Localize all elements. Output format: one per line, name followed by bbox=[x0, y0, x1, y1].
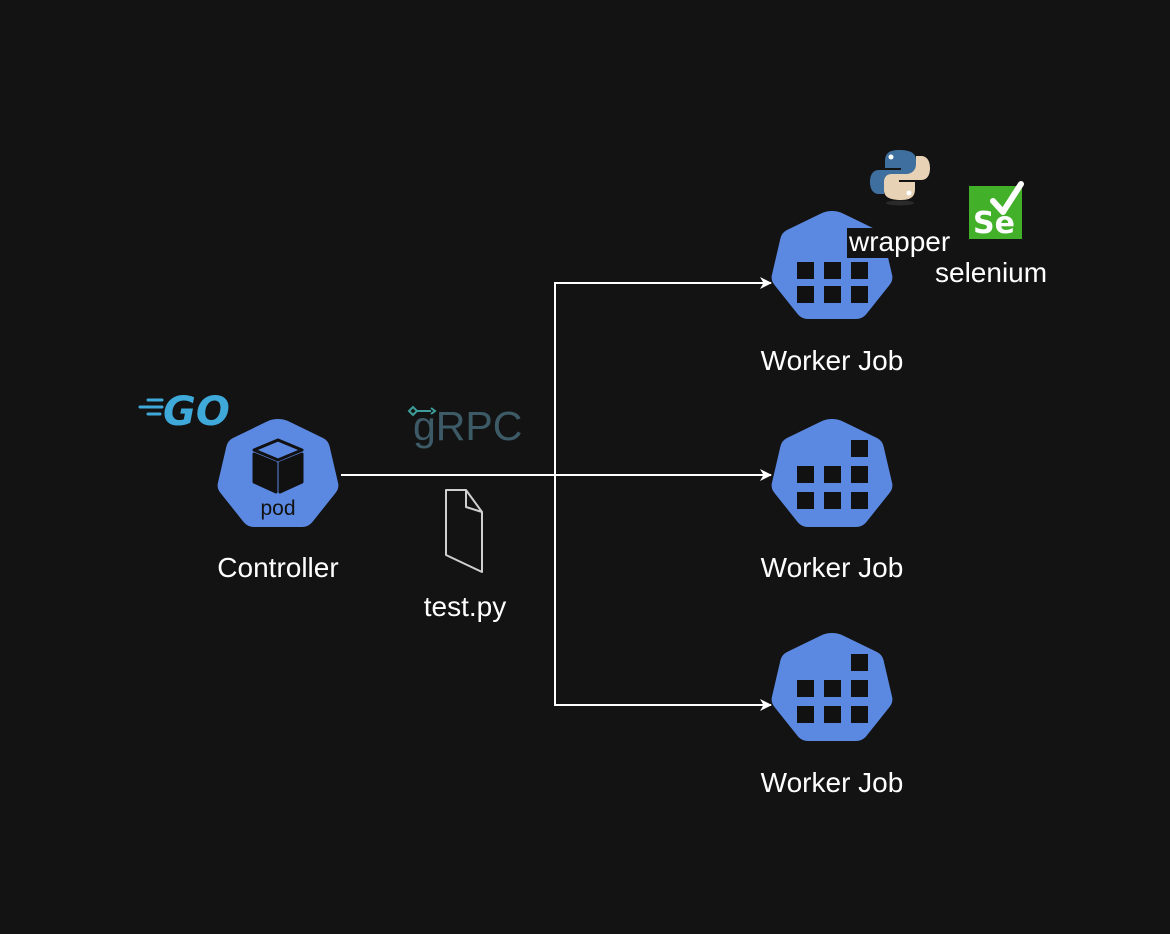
grid-icon bbox=[797, 262, 868, 303]
python-snake-blue bbox=[870, 150, 916, 194]
checkmark-icon bbox=[990, 181, 1024, 215]
grpc-connector-icon bbox=[407, 405, 437, 417]
worker-job-label: Worker Job bbox=[760, 345, 904, 376]
selenium-label: selenium bbox=[935, 257, 1048, 288]
payload-label: test.py bbox=[423, 591, 507, 622]
worker-job-label: Worker Job bbox=[760, 552, 904, 583]
go-logo-text: GO bbox=[163, 389, 230, 435]
wrapper-label: wrapper bbox=[849, 226, 951, 257]
python-logo bbox=[870, 150, 930, 206]
python-snake-yellow bbox=[884, 156, 930, 200]
kubernetes-pod-icon bbox=[217, 419, 339, 527]
selenium-logo: Se bbox=[969, 181, 1024, 241]
grid-icon bbox=[797, 440, 868, 509]
selenium-logo-text: Se bbox=[973, 206, 1015, 241]
worker-job-label: Worker Job bbox=[760, 767, 904, 798]
cube-icon bbox=[252, 438, 304, 494]
pod-badge: pod bbox=[260, 497, 295, 520]
controller-label: Controller bbox=[217, 552, 339, 583]
speed-lines-icon bbox=[138, 398, 164, 416]
worker-job-node[interactable] bbox=[771, 419, 893, 527]
grid-icon bbox=[797, 654, 868, 723]
grpc-logo-text: gRPC bbox=[413, 403, 522, 449]
file-icon[interactable] bbox=[445, 489, 483, 573]
grpc-logo: gRPC bbox=[407, 403, 522, 449]
controller-node[interactable]: pod bbox=[217, 419, 339, 527]
connectors bbox=[341, 277, 772, 711]
connector-top bbox=[554, 277, 772, 475]
go-logo: GO bbox=[138, 389, 230, 435]
wrapper-label-bg bbox=[847, 228, 955, 258]
worker-job-node[interactable] bbox=[771, 633, 893, 741]
connector-bottom bbox=[554, 475, 772, 711]
